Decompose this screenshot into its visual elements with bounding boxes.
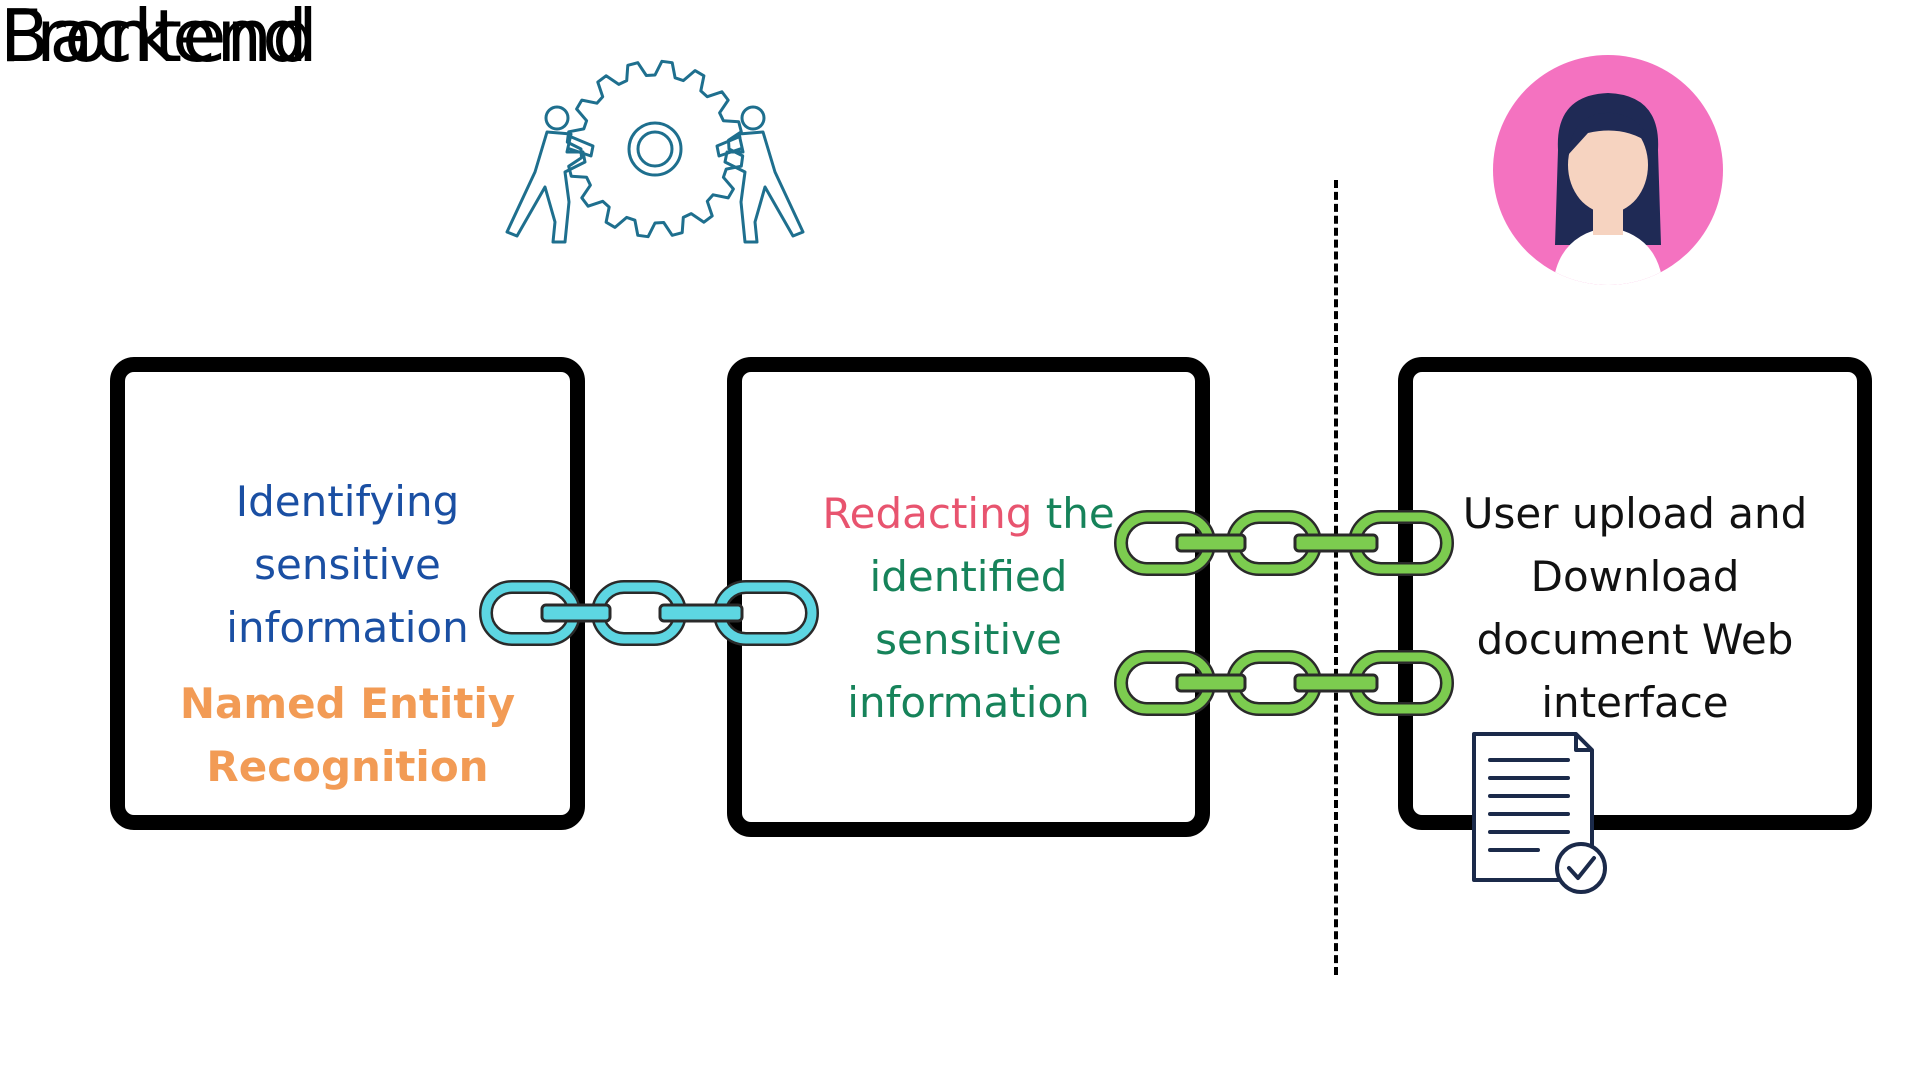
redaction-line: sensitive xyxy=(875,615,1062,664)
ner-title-line: information xyxy=(226,603,469,652)
gear-teamwork-icon xyxy=(505,59,805,244)
chain-bar xyxy=(1175,533,1247,553)
redaction-text: Redacting the identified sensitive infor… xyxy=(742,482,1195,734)
document-check-icon xyxy=(1472,732,1607,894)
chain-link-icon xyxy=(479,580,819,646)
ner-subtitle-line: Recognition xyxy=(206,742,489,791)
chain-link-icon xyxy=(1114,510,1454,576)
frontend-line: interface xyxy=(1541,678,1729,727)
redaction-line-1: Redacting the xyxy=(742,482,1195,545)
chain-bar xyxy=(1293,673,1379,693)
frontend-label: Frontend xyxy=(0,0,318,78)
frontend-line: document Web xyxy=(1476,615,1794,664)
frontend-text: User upload and Download document Web in… xyxy=(1413,482,1857,734)
backend-label: Backend xyxy=(0,0,308,78)
redaction-highlight: Redacting xyxy=(822,489,1033,538)
redaction-process-box: Redacting the identified sensitive infor… xyxy=(727,357,1210,837)
ner-title-line: sensitive xyxy=(254,540,441,589)
redaction-line: identified xyxy=(869,552,1068,601)
chain-bar xyxy=(658,603,744,623)
chain-link-icon xyxy=(1114,650,1454,716)
chain-bar xyxy=(540,603,612,623)
backend-frontend-divider xyxy=(1334,180,1338,975)
ner-title-line: Identifying xyxy=(235,477,460,526)
redaction-line: the xyxy=(1032,489,1115,538)
frontend-line: User upload and xyxy=(1462,489,1808,538)
chain-bar xyxy=(1293,533,1379,553)
frontend-line: Download xyxy=(1530,552,1740,601)
user-avatar-icon xyxy=(1493,55,1723,285)
redaction-line: information xyxy=(847,678,1090,727)
ner-subtitle: Named Entitiy Recognition xyxy=(125,672,570,798)
chain-bar xyxy=(1175,673,1247,693)
ner-title: Identifying sensitive information xyxy=(125,470,570,659)
ner-subtitle-line: Named Entitiy xyxy=(179,679,516,728)
